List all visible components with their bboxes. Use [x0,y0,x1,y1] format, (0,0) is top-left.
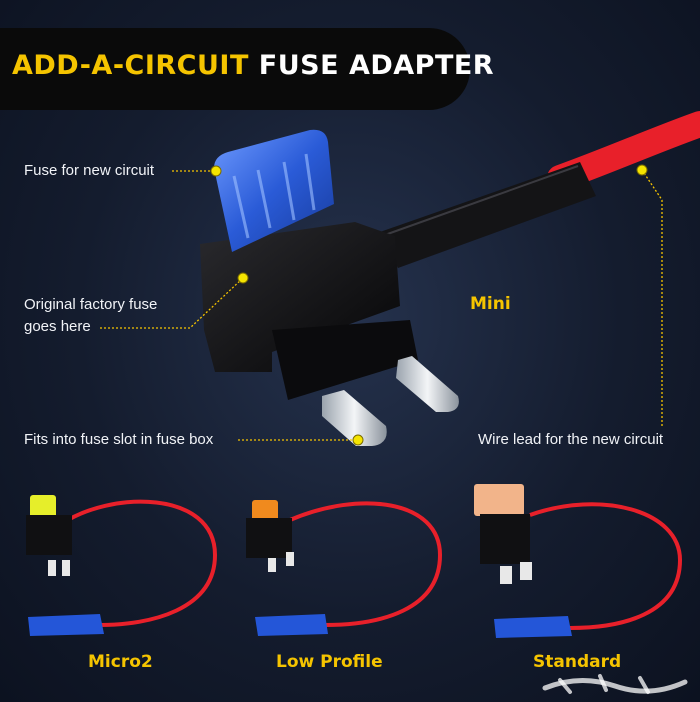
callout-fits-slot: Fits into fuse slot in fuse box [24,431,214,448]
callout-wire-lead: Wire lead for the new circuit [478,431,664,448]
callout-fuse-new-circuit: Fuse for new circuit [24,162,155,179]
title-main: FUSE ADAPTER [258,50,495,81]
page-title: ADD-A-CIRCUIT FUSE ADAPTER [12,50,494,81]
heat-shrink-sleeve [380,162,596,268]
callout-original-fuse-line2: goes here [24,318,91,335]
holder-base [272,320,418,400]
caption-micro2: Micro2 [88,652,153,672]
caption-low-profile: Low Profile [276,652,383,672]
watermark-logo-icon [542,674,688,694]
caption-mini: Mini [470,294,511,314]
holder-body [200,222,400,372]
micro2-adapter [26,495,218,636]
blade-left [322,390,387,446]
title-banner: ADD-A-CIRCUIT FUSE ADAPTER [0,28,494,110]
callout-original-fuse-line1: Original factory fuse [24,296,158,313]
caption-standard: Standard [533,652,622,672]
title-highlight: ADD-A-CIRCUIT [12,50,249,81]
standard-adapter [474,484,683,638]
blade-right [396,356,459,412]
low-profile-adapter [246,500,443,636]
